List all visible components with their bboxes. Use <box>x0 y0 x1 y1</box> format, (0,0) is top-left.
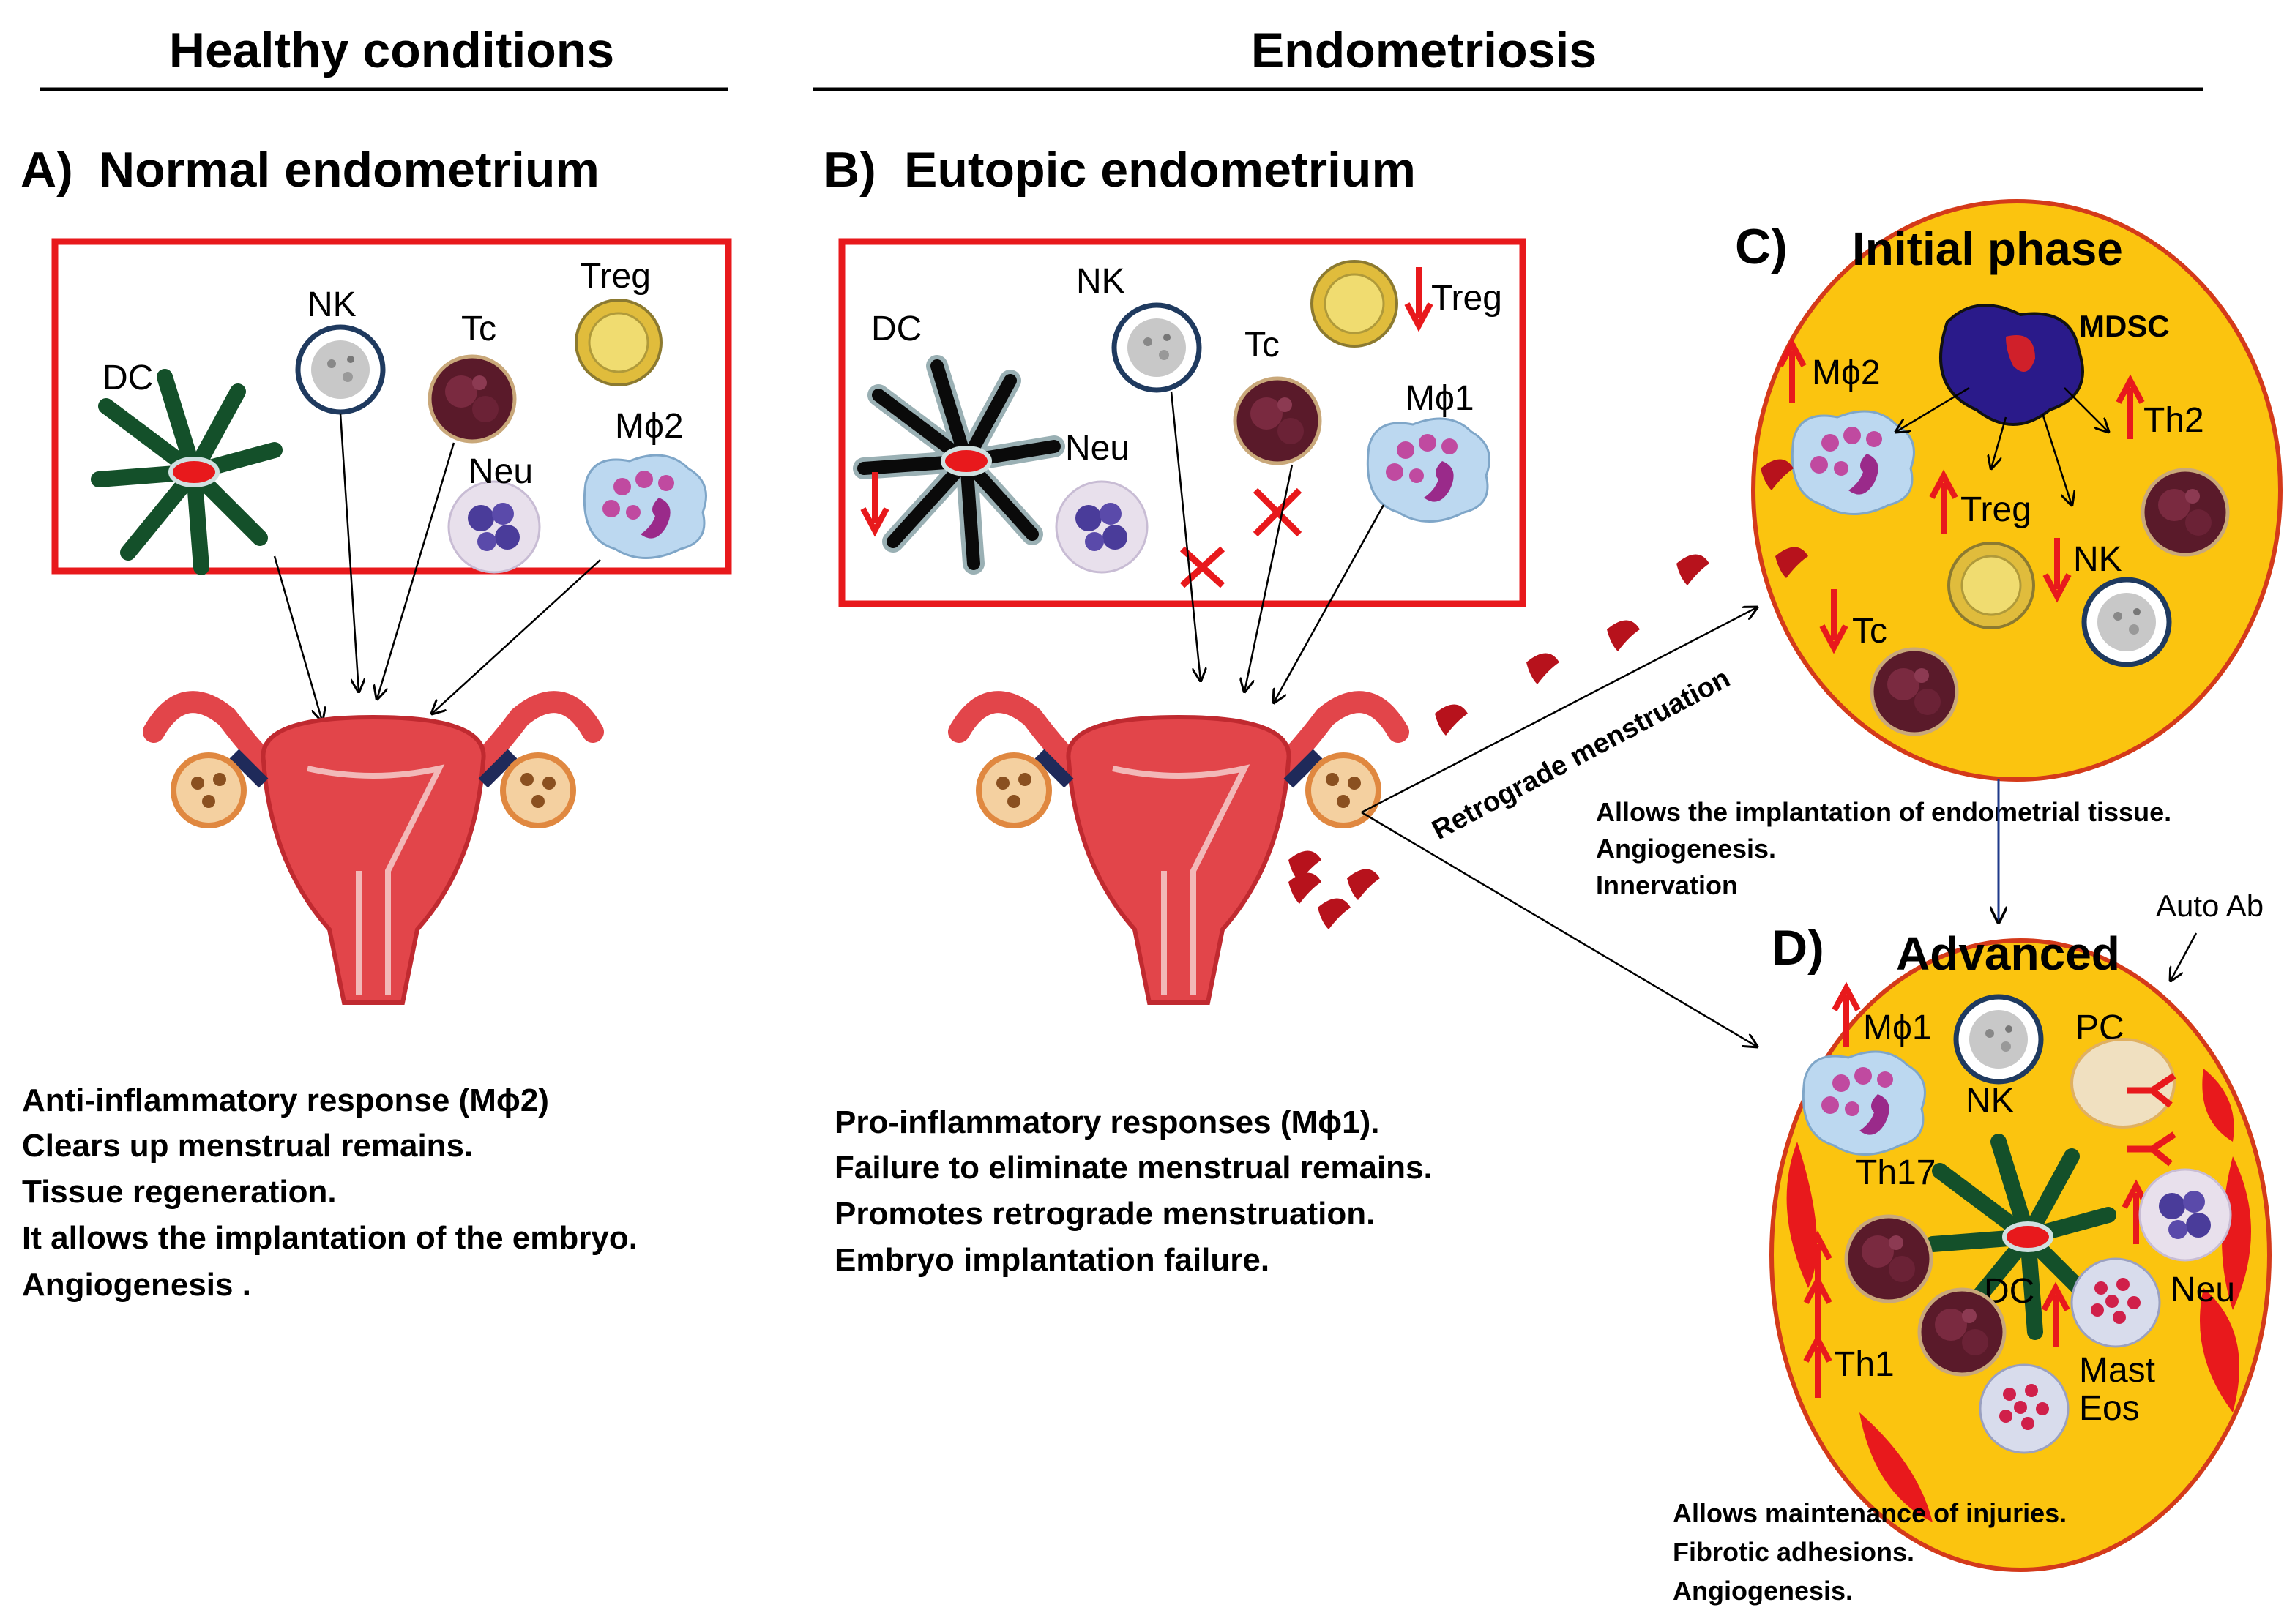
panel-d-title: Advanced <box>1896 927 2120 980</box>
panel-a-desc-3: Tissue regeneration. <box>22 1174 337 1210</box>
panel-b-box <box>838 238 1526 607</box>
panel-b-neu-cell <box>1055 480 1149 574</box>
header-endometriosis: Endometriosis <box>1251 23 1597 78</box>
panel-b-desc-2: Failure to eliminate menstrual remains. <box>835 1150 1433 1186</box>
panel-c-nk-cell <box>2084 580 2169 665</box>
panel-b-desc-4: Embryo implantation failure. <box>835 1242 1269 1278</box>
panel-b-treg-down-arrow <box>1407 267 1430 326</box>
panel-c-label-tc: Tc <box>1852 612 1887 651</box>
panel-b-desc-3: Promotes retrograde menstruation. <box>835 1196 1375 1232</box>
panel-a-desc-1: Anti-inflammatory response (Mϕ2) <box>22 1082 549 1118</box>
panel-b-blocked-x-neu <box>1179 546 1225 588</box>
panel-a-box <box>51 238 732 575</box>
panel-c-label-th2: Th2 <box>2143 401 2204 440</box>
panel-c-label-treg: Treg <box>1960 490 2031 529</box>
panel-d-label-th17: Th17 <box>1856 1153 1936 1192</box>
panel-c-treg-cell <box>1947 542 2035 629</box>
panel-a-uterus <box>154 702 593 1003</box>
blood-drop <box>1607 620 1640 651</box>
panel-c-label-mdsc: MDSC <box>2079 309 2170 343</box>
panel-d-eos-cell <box>1979 1363 2070 1454</box>
panel-c-mdsc-cell <box>1939 304 2084 426</box>
blood-drop <box>1347 869 1380 900</box>
panel-b-label-neu: Neu <box>1065 429 1130 468</box>
panel-b-label-m1: Mϕ1 <box>1406 379 1474 418</box>
panel-c-tc-cell <box>1872 649 1957 734</box>
panel-d-th1-cell <box>1919 1290 2004 1374</box>
panel-c-desc-3: Innervation <box>1596 870 1738 900</box>
panel-d-th17-cell <box>1846 1216 1931 1301</box>
panel-d-pc-cell <box>2070 1038 2176 1129</box>
panel-a-tc-cell <box>430 356 515 441</box>
panel-a-label-dc: DC <box>102 359 153 397</box>
panel-a-desc-4: It allows the implantation of the embryo… <box>22 1220 638 1256</box>
panel-c-letter: C) <box>1735 219 1788 274</box>
panel-d-desc-3: Angiogenesis. <box>1673 1576 1853 1606</box>
panel-b-letter: B) <box>824 142 876 198</box>
panel-d-letter: D) <box>1772 920 1824 976</box>
panel-b-blocked-x-tc <box>1253 487 1302 537</box>
panel-d-desc-1: Allows maintenance of injuries. <box>1673 1498 2067 1528</box>
panel-a-label-tc: Tc <box>461 310 496 348</box>
panel-b-label-treg: Treg <box>1431 279 1502 318</box>
panel-c-macrophage-cell <box>1791 410 1915 515</box>
panel-b-title: Eutopic endometrium <box>904 142 1416 198</box>
panel-a-label-treg: Treg <box>580 257 651 296</box>
panel-c-desc-1: Allows the implantation of endometrial t… <box>1596 797 2171 827</box>
panel-d-label-th1: Th1 <box>1834 1345 1895 1384</box>
panel-a-neu-cell <box>447 480 541 574</box>
panel-d-label-eos: Eos <box>2079 1389 2140 1428</box>
panel-a-nk-cell <box>298 327 383 412</box>
panel-a-label-neu: Neu <box>469 452 533 491</box>
panel-d-macrophage-cell <box>1802 1050 1926 1156</box>
panel-b-label-dc: DC <box>871 310 922 348</box>
blood-drop <box>1318 898 1351 929</box>
panel-b-macrophage-cell <box>1366 417 1490 523</box>
panel-b-dc-down-arrow <box>863 472 887 531</box>
panel-a-desc-5: Angiogenesis . <box>22 1267 251 1303</box>
panel-d-label-nk: NK <box>1966 1082 2015 1120</box>
panel-a-treg-cell <box>575 299 663 386</box>
panel-d-label-mast: Mast <box>2079 1351 2155 1390</box>
header-healthy: Healthy conditions <box>169 23 614 78</box>
panel-b-label-nk: NK <box>1076 262 1125 301</box>
panel-c-th2-cell <box>2143 470 2228 555</box>
panel-a-desc-2: Clears up menstrual remains. <box>22 1128 473 1164</box>
panel-b-nk-cell <box>1114 305 1199 390</box>
panel-b-treg-cell <box>1310 260 1398 348</box>
panel-a-label-m2: Mϕ2 <box>615 407 684 446</box>
panel-b-tc-cell <box>1235 378 1320 463</box>
panel-c-label-nk: NK <box>2073 540 2122 579</box>
panel-d-neu-cell <box>2138 1168 2232 1262</box>
blood-drop <box>1526 653 1559 684</box>
panel-d-label-auto-ab: Auto Ab <box>2156 888 2264 923</box>
panel-a-label-nk: NK <box>307 285 357 324</box>
panel-c-title: Initial phase <box>1852 222 2123 275</box>
panel-b-label-tc: Tc <box>1244 326 1280 364</box>
panel-a-letter: A) <box>20 142 73 198</box>
panel-b-dc-cell <box>864 366 1054 564</box>
panel-d-mast-cell <box>2070 1257 2161 1348</box>
panel-b-uterus <box>959 702 1398 1003</box>
panel-a-title: Normal endometrium <box>99 142 600 198</box>
panel-a-dc-cell <box>99 377 275 567</box>
panel-d-label-neu: Neu <box>2171 1271 2235 1309</box>
panel-a-macrophage-cell <box>583 454 707 559</box>
panel-b-desc-1: Pro-inflammatory responses (Mϕ1). <box>835 1104 1379 1140</box>
panel-d-nk-cell <box>1956 997 2041 1082</box>
panel-d-desc-2: Fibrotic adhesions. <box>1673 1537 1914 1567</box>
blood-drop <box>1288 872 1321 904</box>
panel-c-desc-2: Angiogenesis. <box>1596 834 1776 864</box>
panel-d-label-m1: Mϕ1 <box>1863 1009 1932 1047</box>
blood-drop <box>1435 704 1468 736</box>
blood-drop <box>1676 554 1709 585</box>
panel-c-label-m2: Mϕ2 <box>1812 353 1881 392</box>
